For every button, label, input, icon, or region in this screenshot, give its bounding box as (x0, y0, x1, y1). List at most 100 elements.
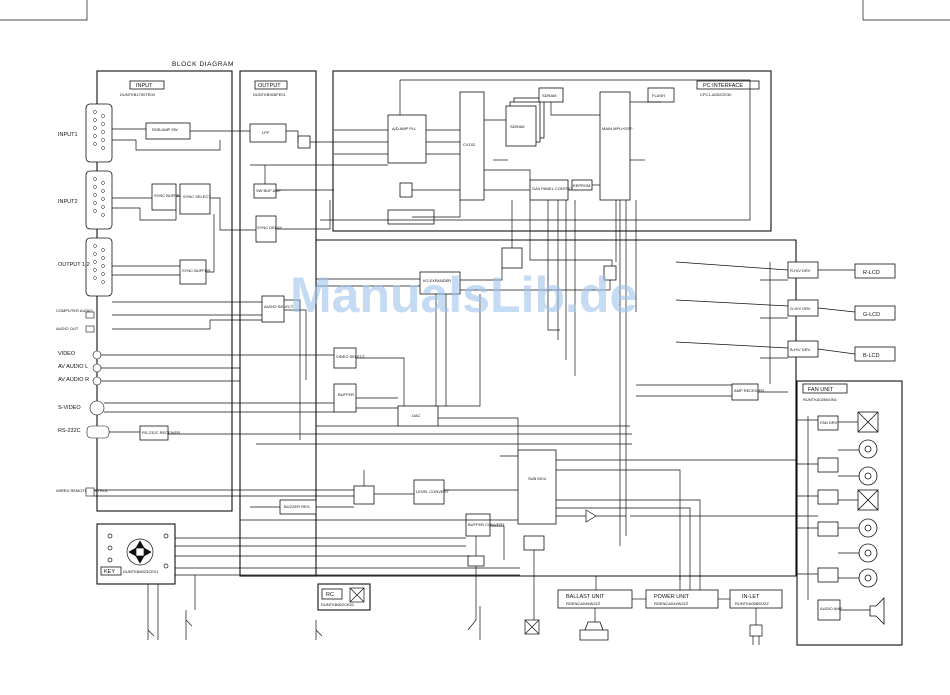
buzzer-label: BUZZER REG (284, 504, 310, 509)
label-wired-remote: WIRED REMOTE CONTROL (56, 488, 109, 493)
label-rs232c: RS-232C (58, 428, 81, 434)
inlet-unit-label: IN-LET (742, 594, 760, 600)
ad-amp-block (387, 114, 427, 164)
rs232-receiver-block (139, 425, 169, 441)
label-input2: INPUT2 (58, 199, 78, 205)
input1-connector (85, 103, 113, 163)
fan-sense-block (523, 535, 545, 551)
output-unit-label-box (254, 80, 288, 90)
pc-interface-frame (332, 70, 772, 232)
speaker-icon (869, 597, 885, 625)
label-input1: INPUT1 (58, 132, 78, 138)
inlet-unit-part: RUNTKA008WJZZ (735, 601, 769, 606)
key-unit-label-box (100, 566, 122, 576)
buffer-convert-label: BUFFER CONVERT (468, 522, 505, 527)
main-mpu-label: MAIN MPU+DSP (602, 126, 633, 131)
b-driver-label: B-H/V DRV (790, 347, 810, 352)
main-mpu-block (599, 91, 631, 201)
audio-select-block (261, 295, 285, 323)
level-convert-block (413, 479, 445, 505)
watermark: ManualsLib.de (290, 267, 637, 323)
flash-label: FLASH (652, 93, 665, 98)
key-unit-label: KEY (104, 569, 115, 575)
cv1-label: CV102 (463, 142, 476, 147)
b-lcd-label: B-LCD (863, 353, 880, 359)
io-expander-block (419, 271, 461, 295)
dac-label: DAC (412, 413, 421, 418)
sync-buffer2-label: SYNC BUFFER (182, 268, 210, 273)
dac-block (397, 405, 439, 427)
fans (857, 411, 879, 588)
sdram-label: SDRAM (510, 124, 524, 129)
main-board-frame (240, 239, 797, 577)
buffer-convert-block (465, 513, 491, 537)
buffer-label: BUFFER (338, 392, 354, 397)
label-av-audio-l: AV AUDIO L (58, 364, 88, 370)
plug-icon (749, 608, 763, 645)
rc-part: DUNTKB602CE01 (321, 602, 355, 607)
small-block-a (467, 555, 485, 567)
fan-driver-label: FAN DRV (820, 420, 838, 425)
rc-sensor-icon (349, 587, 365, 603)
rc-label: RC (326, 592, 334, 598)
page-corner-marks (0, 0, 950, 21)
level-convert-label: LEVEL CONVERT (416, 489, 449, 494)
r-lcd-box (854, 263, 896, 279)
audio-select-label: AUDIO SELECT (264, 304, 294, 309)
input-unit-label: INPUT (136, 83, 153, 89)
key-pad (107, 533, 169, 569)
sync-buffer-block (151, 183, 177, 211)
label-av-audio-r: AV AUDIO R (58, 377, 89, 383)
ga-label: GA4 PANEL CONTROL (532, 186, 575, 191)
sync-select-block (179, 183, 211, 215)
g-lcd-box (854, 305, 896, 321)
remote-block (353, 485, 375, 505)
buffer-block (333, 383, 357, 413)
power-unit-label: POWER UNIT (654, 594, 690, 600)
output-unit-label: OUTPUT (258, 83, 281, 89)
pc-interface-label-box (696, 80, 760, 90)
vga-connectors (85, 103, 113, 297)
r-driver-label: R-H/V DRV (790, 268, 811, 273)
fan-drivers: FAN DRV (817, 415, 839, 583)
input2-connector (85, 170, 113, 230)
fan-unit-frame (796, 380, 903, 646)
rc-label-box (321, 588, 343, 600)
label-output: OUTPUT 1,2 (58, 262, 90, 268)
sync-buffer-label: SYNC BUFFER (154, 193, 182, 198)
pc-switch-block (399, 182, 413, 198)
sub-io-block (501, 247, 523, 269)
amp-receiver-label: AMP RECEIVER (734, 388, 764, 393)
sdram2-label: SDRAM (542, 93, 556, 98)
sync-buffer2-block (179, 259, 207, 285)
rc-unit-frame (317, 583, 371, 611)
left-jacks (85, 311, 110, 497)
sync-delay-label: SYNC DELAY (257, 225, 282, 230)
lpf-label: LPF (262, 130, 270, 135)
sync-select-label: SYNC SELECT (183, 194, 211, 199)
input-unit-label-box (129, 80, 165, 90)
ballast-unit-label: BALLAST UNIT (566, 594, 605, 600)
lpf-block (249, 123, 287, 143)
ballast-unit-part: RDENCA046WJZZ (566, 601, 601, 606)
label-s-video: S-VIDEO (58, 405, 81, 411)
output-connector (85, 237, 113, 297)
r-lcd-label: R-LCD (863, 270, 880, 276)
sw-buf-amp-label: SW BUF AMP (256, 188, 281, 193)
key-unit-part: DUNTKB6023CE01 (123, 569, 159, 574)
wiring (94, 79, 870, 640)
fan-unit-part: RUNTKA026WJN1 (803, 397, 838, 402)
video-select-label: VIDEO SELECT (336, 354, 366, 359)
output-unit-part: DUNTKB926FE01 (253, 92, 286, 97)
pc-interface-label: PC INTERFACE (703, 83, 743, 89)
power-unit-part: RDENCA044WJZZ (654, 601, 689, 606)
output-switch-block (297, 135, 311, 149)
g-driver-label: G-H/V DRV (790, 306, 811, 311)
g-lcd-label: G-LCD (863, 312, 880, 318)
diagram-title: BLOCK DIAGRAM (172, 61, 234, 68)
eeprom-label: EEPROM (573, 183, 590, 188)
sdram-stack: SDRAM (505, 97, 545, 147)
label-audio-out: AUDIO OUT (56, 326, 79, 331)
